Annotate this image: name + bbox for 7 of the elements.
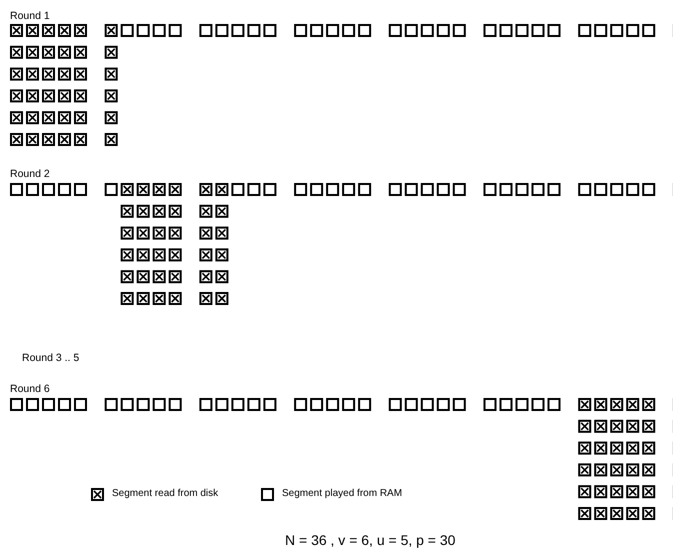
round-label: Round 3 .. 5 xyxy=(22,352,80,364)
round-label: Round 2 xyxy=(10,168,50,180)
round-label: Round 1 xyxy=(10,10,50,22)
legend-text: Segment read from disk xyxy=(112,488,218,500)
formula-text: N = 36 , v = 6, u = 5, p = 30 xyxy=(285,532,456,548)
legend-text: Segment played from RAM xyxy=(282,488,402,500)
round-label: Round 6 xyxy=(10,383,50,395)
